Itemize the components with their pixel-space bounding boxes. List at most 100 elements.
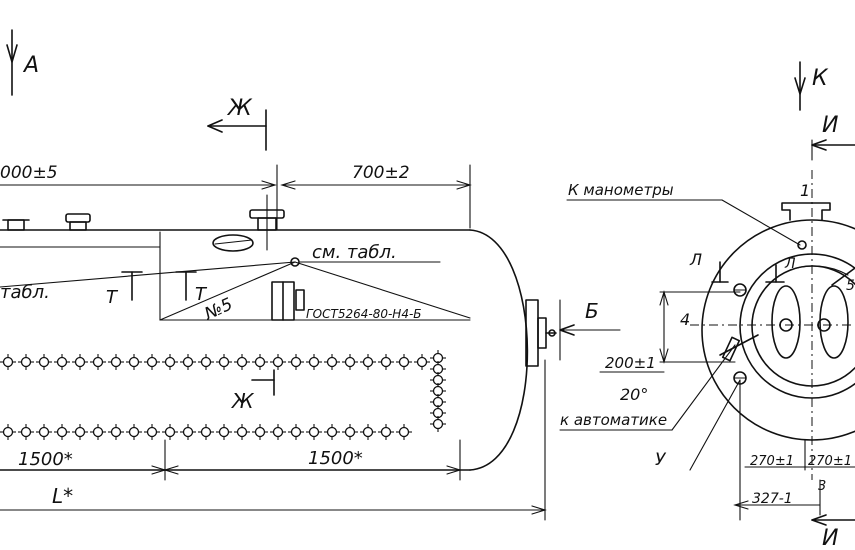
manometers-leader xyxy=(566,199,801,246)
hole xyxy=(380,426,392,438)
mark-t2: Т xyxy=(195,284,208,305)
hole xyxy=(200,356,212,368)
view-k-arrow xyxy=(794,61,806,111)
top-nozzles xyxy=(2,194,285,251)
hole xyxy=(362,356,374,368)
hole xyxy=(218,356,230,368)
dim-l: L* xyxy=(52,484,73,508)
hole xyxy=(344,426,356,438)
mark-t1: Т xyxy=(106,287,119,308)
hole xyxy=(326,426,338,438)
view-i-top-label: И xyxy=(822,113,838,138)
hole xyxy=(128,426,140,438)
label-1: 1 xyxy=(800,181,810,200)
side-view: А Ж 000±5 700±2 xyxy=(0,29,621,521)
hole xyxy=(416,356,428,368)
label-u: У xyxy=(655,450,667,470)
hole xyxy=(398,426,410,438)
hole xyxy=(74,356,86,368)
dim-270a: 270±1 xyxy=(750,454,794,469)
hole xyxy=(398,356,410,368)
dim-200: 200±1 xyxy=(605,354,656,372)
hole xyxy=(200,426,212,438)
hole xyxy=(380,356,392,368)
end-view: К И К манометры xyxy=(559,61,855,550)
section-zh-mark xyxy=(207,109,267,151)
hole xyxy=(128,356,140,368)
inner-flange xyxy=(719,253,855,399)
hole xyxy=(164,426,176,438)
hole xyxy=(182,426,194,438)
hole xyxy=(362,426,374,438)
hole xyxy=(290,356,302,368)
hole xyxy=(326,356,338,368)
hole xyxy=(20,426,32,438)
hole xyxy=(20,356,32,368)
angle-20: 20° xyxy=(620,385,648,404)
lower-hole-row xyxy=(0,424,412,440)
end-flange xyxy=(525,299,557,367)
view-a-arrow xyxy=(6,29,18,96)
hole xyxy=(236,356,248,368)
dim-270b: 270±1 xyxy=(808,454,852,469)
valve-block xyxy=(271,281,305,321)
view-b-arrow xyxy=(559,299,621,361)
t-marks xyxy=(121,271,197,301)
internal-lines xyxy=(0,257,471,321)
label-3: 3 xyxy=(818,479,826,494)
hole xyxy=(92,356,104,368)
view-b-label: Б xyxy=(585,299,599,323)
top-dimensions xyxy=(0,164,472,231)
section-zh-label: Ж xyxy=(226,96,253,121)
hole xyxy=(2,426,14,438)
hole xyxy=(146,356,158,368)
hole xyxy=(164,356,176,368)
manometers-label: К манометры xyxy=(568,181,674,199)
hole xyxy=(344,356,356,368)
hole xyxy=(290,426,302,438)
bottom-dimensions xyxy=(0,359,547,521)
hole xyxy=(308,356,320,368)
automatics-leader xyxy=(559,344,741,471)
hole xyxy=(110,356,122,368)
hole xyxy=(38,426,50,438)
dim-327: 327-1 xyxy=(752,491,793,507)
dim-right-top: 700±2 xyxy=(352,163,410,183)
hole xyxy=(254,426,266,438)
hole xyxy=(146,426,158,438)
hole xyxy=(182,356,194,368)
hole xyxy=(272,356,284,368)
section-i-bottom xyxy=(811,514,855,526)
label-5: 5 xyxy=(846,278,855,294)
hole xyxy=(38,356,50,368)
side-fittings xyxy=(711,261,785,385)
dim-1500-left: 1500* xyxy=(18,449,73,470)
to-automatics: к автоматике xyxy=(560,411,667,429)
right-hole-column xyxy=(430,350,446,432)
hole xyxy=(74,426,86,438)
view-a-label: А xyxy=(22,53,39,78)
hole xyxy=(110,426,122,438)
view-k-label: К xyxy=(812,66,829,91)
section-i-top xyxy=(811,139,855,161)
hole xyxy=(308,426,320,438)
dim-1500-right: 1500* xyxy=(308,448,363,469)
hole xyxy=(2,356,14,368)
hole xyxy=(56,426,68,438)
hole xyxy=(92,426,104,438)
gost-note: ГОСТ5264-80-Н4-Б xyxy=(306,307,422,321)
view-i-bottom-label: И xyxy=(822,526,838,550)
sight-glass xyxy=(212,234,254,252)
hole xyxy=(272,426,284,438)
label-l2: Л xyxy=(784,256,796,272)
hole xyxy=(254,356,266,368)
zh-lower-label: Ж xyxy=(230,389,255,413)
hole xyxy=(56,356,68,368)
hole xyxy=(236,426,248,438)
dim-left-top: 000±5 xyxy=(0,163,58,183)
end-bottom-dimensions xyxy=(733,379,855,521)
zh-lower-mark xyxy=(251,369,275,396)
hole xyxy=(218,426,230,438)
see-table-note: см. табл. xyxy=(312,242,397,263)
